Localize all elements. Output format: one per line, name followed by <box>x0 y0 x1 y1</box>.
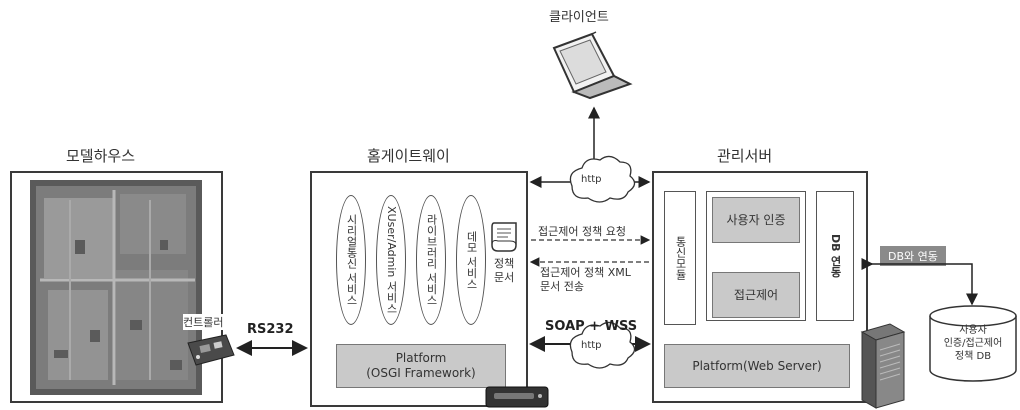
model-house-title: 모델하우스 <box>66 147 136 165</box>
library-service: 라이브러리 서비스 <box>416 195 446 325</box>
user-auth-box: 사용자 인증 <box>712 197 800 243</box>
communication-module-label: 통신모듈 <box>674 236 687 280</box>
serial-service: 시리얼통신 서비스 <box>336 195 366 325</box>
http-bottom-cloud <box>569 321 636 369</box>
rs232-label: RS232 <box>247 322 294 337</box>
http-top-label: http <box>581 174 602 185</box>
gateway-platform: Platform (OSGI Framework) <box>336 344 506 388</box>
gateway-device-icon <box>485 386 549 408</box>
db-link-module: DB 연동 <box>816 191 854 321</box>
serial-service-label: 시리얼통신 서비스 <box>345 214 358 306</box>
user-admin-service: XUser/Admin 서비스 <box>376 195 406 325</box>
http-bottom-label: http <box>581 340 602 351</box>
soap-wss-label: SOAP + WSS <box>545 319 638 334</box>
admin-server-title: 관리서버 <box>717 147 773 165</box>
database-label: 사용자 인증/접근제어 정책 DB <box>943 325 1003 362</box>
demo-service: 데모 서비스 <box>456 195 486 325</box>
server-tower-icon <box>860 323 906 409</box>
server-platform: Platform(Web Server) <box>664 344 850 388</box>
model-house-photo <box>30 180 202 395</box>
laptop-icon <box>552 31 633 100</box>
policy-xml-label: 접근제어 정책 XML 문서 전송 <box>540 266 631 293</box>
home-gateway-title: 홈게이트웨이 <box>367 147 450 165</box>
controller-board-icon <box>187 334 235 366</box>
policy-document-icon <box>491 222 517 252</box>
policy-document-label: 정책 문서 <box>494 257 515 284</box>
db-link-arrow <box>870 263 978 306</box>
user-admin-service-label: XUser/Admin 서비스 <box>385 206 398 314</box>
demo-service-label: 데모 서비스 <box>465 230 478 290</box>
communication-module: 통신모듈 <box>664 191 696 325</box>
http-top-cloud <box>569 155 636 203</box>
policy-request-label: 접근제어 정책 요청 <box>538 225 626 238</box>
library-service-label: 라이브러리 서비스 <box>425 214 438 306</box>
client-title: 클라이언트 <box>549 10 609 25</box>
controller-label: 컨트롤러 <box>183 314 224 330</box>
db-link-tag: DB와 연동 <box>880 246 946 266</box>
db-link-module-label: DB 연동 <box>829 234 842 278</box>
database-cylinder-icon <box>929 305 1017 382</box>
access-control-box: 접근제어 <box>712 272 800 318</box>
